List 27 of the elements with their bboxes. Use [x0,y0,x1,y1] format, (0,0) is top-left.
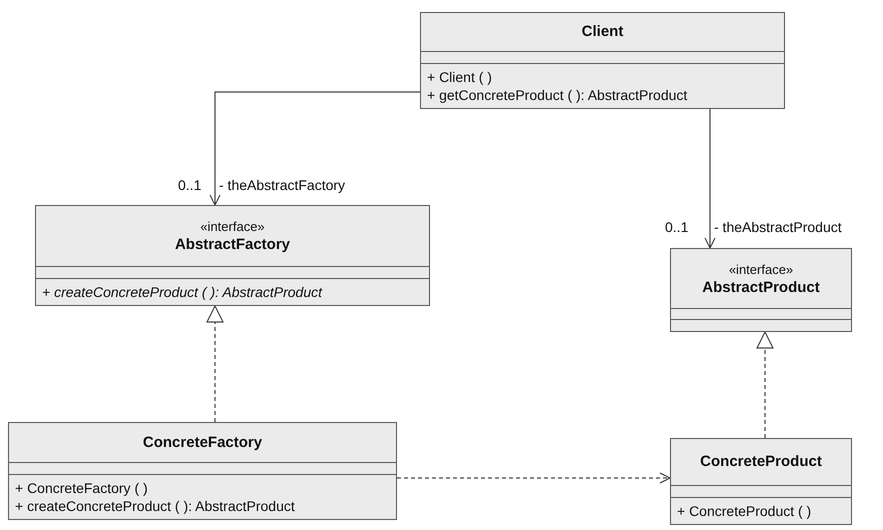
method-signature: + Client ( ) [427,68,492,86]
class-name: AbstractProduct [702,278,820,296]
stereotype-label: «interface» [200,218,265,236]
realization-arrow [756,332,774,438]
method-signature: + ConcreteFactory ( ) [15,479,148,497]
class-box [8,422,397,520]
class-box [35,205,430,306]
class-name: AbstractFactory [174,236,290,254]
method-signature: + getConcreteProduct ( ): AbstractProduct [427,86,688,104]
class-box [420,12,785,109]
association-arrow [210,92,420,206]
method-signature: + createConcreteProduct ( ): AbstractProduct [42,283,322,301]
class-name: ConcreteProduct [700,453,822,471]
class-box [670,438,852,525]
stereotype-label: «interface» [728,260,794,278]
realization-arrow [206,306,224,422]
multiplicity-label: 0..1 [665,219,688,235]
role-label: - theAbstractFactory [219,177,346,193]
class-name: ConcreteFactory [142,434,262,452]
method-signature: + ConcreteProduct ( ) [677,502,812,520]
association-arrow [704,108,716,248]
class-name: Client [582,23,624,41]
role-label: - theAbstractProduct [714,219,842,235]
method-signature: + createConcreteProduct ( ): AbstractProduct [15,497,295,515]
multiplicity-label: 0..1 [178,177,202,193]
dependency-arrow [396,472,670,484]
class-box [670,248,852,332]
